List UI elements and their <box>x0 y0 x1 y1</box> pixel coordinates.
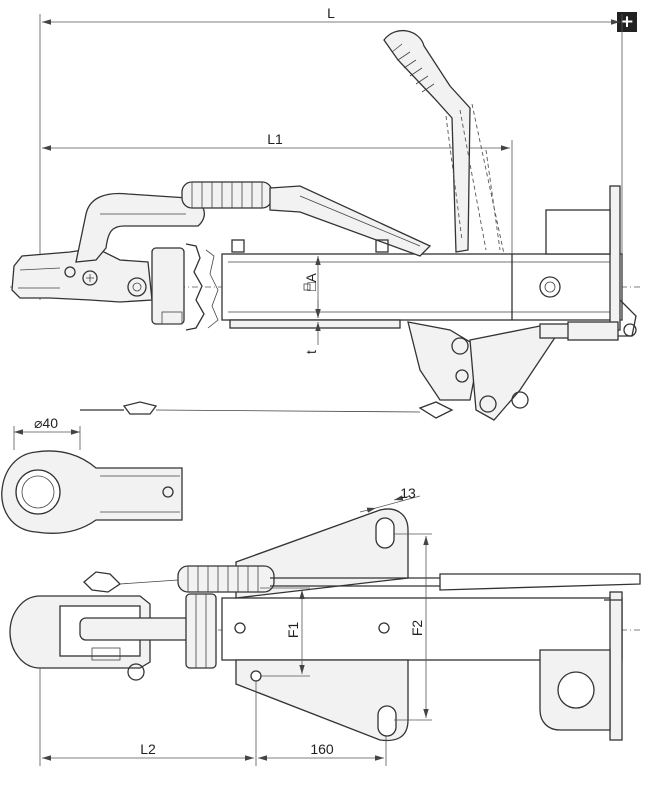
tow-eye-view: ⌀40 <box>1 415 183 534</box>
rear-mount-side <box>609 185 621 331</box>
dim-label-160: 160 <box>310 741 334 757</box>
bellows-side <box>151 247 185 325</box>
dim-label-slot: 13 <box>400 485 416 501</box>
dim-label-l1: L1 <box>267 131 283 147</box>
dim-label-f2: F2 <box>409 620 425 637</box>
coupling-handle <box>75 192 205 263</box>
cable-bellows-top <box>177 565 275 593</box>
dim-label-l: L <box>327 5 335 21</box>
brake-strut <box>269 185 432 257</box>
dim-label-f1: F1 <box>285 622 301 639</box>
bellows-top <box>185 593 217 669</box>
rear-mount-top <box>609 591 623 741</box>
mounting-plate <box>235 508 409 599</box>
cable-bellows <box>181 181 273 209</box>
dim-label-l2: L2 <box>140 741 156 757</box>
dim-label-square-a: □A <box>303 272 319 290</box>
top-view: 13 F1 F2 L2 160 <box>9 485 641 766</box>
side-view: L L1 □A <box>10 5 640 421</box>
plus-icon: + <box>619 12 635 32</box>
dim-label-t: t <box>303 350 319 354</box>
draw-tube <box>221 253 623 321</box>
dim-label-eye-diameter: ⌀40 <box>34 415 58 431</box>
brake-linkage <box>407 321 481 401</box>
handbrake-lever <box>383 29 471 253</box>
